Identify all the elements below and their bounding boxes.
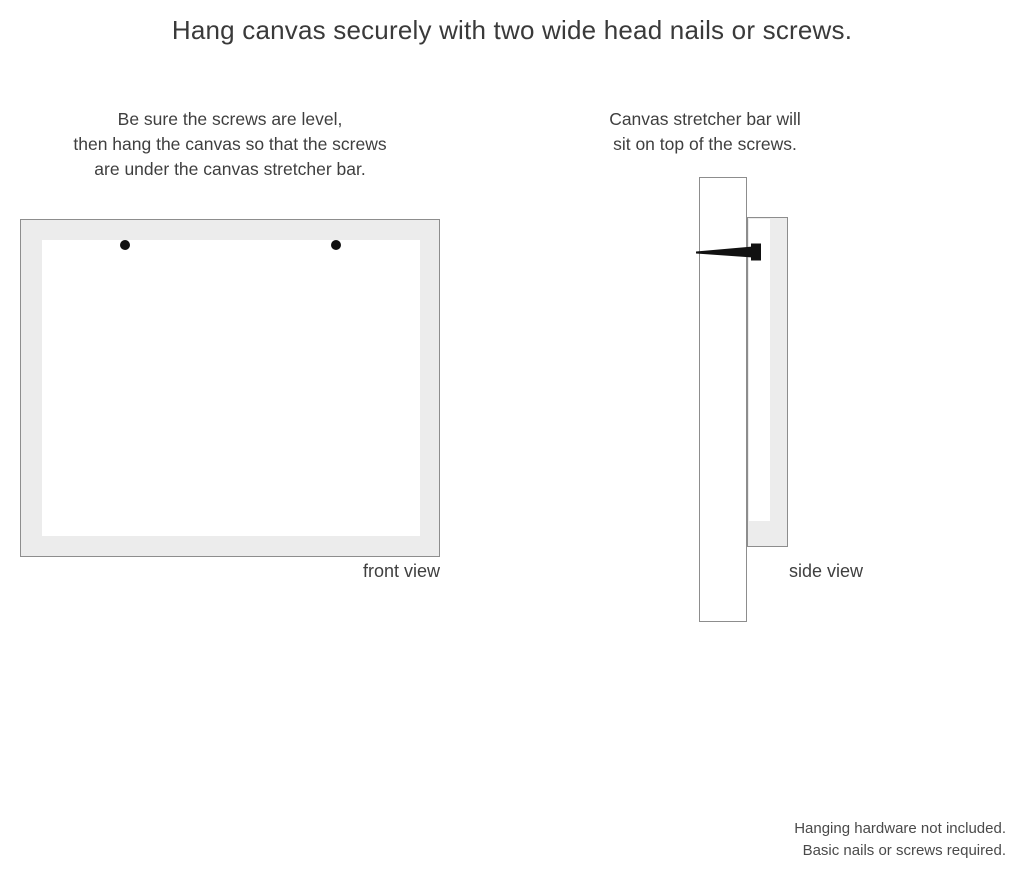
front-view-label: front view [362, 561, 440, 581]
front-view-canvas-frame [20, 219, 440, 557]
side-view-caption-line-1: Canvas stretcher bar will [609, 109, 801, 129]
front-view-caption-line-3: are under the canvas stretcher bar. [94, 159, 366, 179]
front-view-canvas-face [42, 240, 420, 536]
side-view-label: side view [788, 561, 863, 581]
page-title: Hang canvas securely with two wide head … [171, 15, 853, 45]
front-view-caption-line-1: Be sure the screws are level, [117, 109, 343, 129]
side-view-caption: Canvas stretcher bar will sit on top of … [585, 107, 825, 157]
footnote: Hanging hardware not included. Basic nai… [794, 818, 1006, 862]
front-view-caption-line-2: then hang the canvas so that the screws [73, 134, 387, 154]
front-view-caption: Be sure the screws are level, then hang … [20, 107, 440, 182]
side-view-diagram [690, 170, 870, 640]
front-view-screw-left-icon [120, 240, 130, 250]
side-view-screw-icon [696, 243, 761, 261]
footnote-line-2: Basic nails or screws required. [802, 842, 1006, 859]
front-view-screw-right-icon [331, 240, 341, 250]
footnote-line-1: Hanging hardware not included. [794, 820, 1006, 837]
side-view-canvas-face [749, 219, 770, 521]
side-view-caption-line-2: sit on top of the screws. [613, 134, 797, 154]
